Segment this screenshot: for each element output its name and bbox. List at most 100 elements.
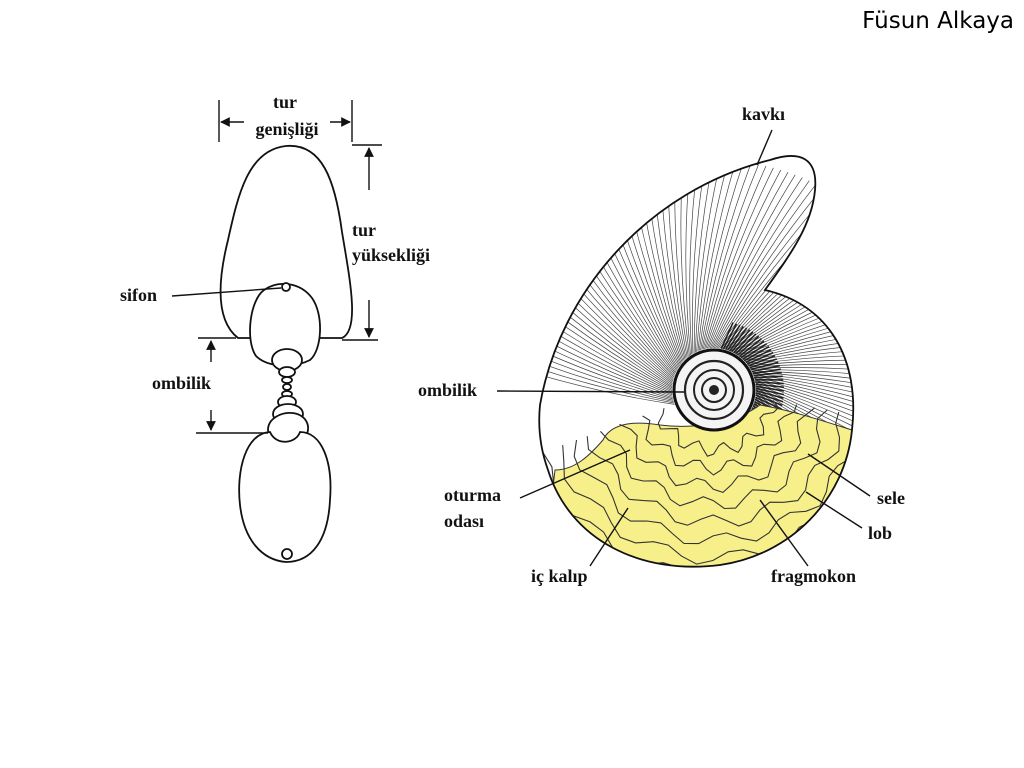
umbilical-shoulder-rib (750, 361, 779, 371)
umbilical-shoulder-rib (755, 383, 784, 388)
shell-rib (702, 165, 767, 350)
umbilical-shoulder-rib (748, 355, 776, 367)
umbilical-shoulder-rib (755, 394, 783, 407)
umbilical-shoulder-rib (755, 387, 785, 396)
ammonite-shell-diagram: kavkı ombilik oturma odası iç kalıp frag… (418, 104, 905, 586)
sifon-label: sifon (120, 285, 157, 305)
suture-line (642, 404, 798, 476)
shell-rib (694, 160, 722, 353)
oturma-leader-line (519, 449, 631, 499)
umbilical-shoulder-rib (724, 324, 741, 351)
shell-rib (539, 271, 673, 389)
shell-rib (705, 169, 782, 349)
shell-rib (701, 164, 759, 350)
umbilical-shoulder-rib (745, 348, 772, 364)
tur-yuksekligi-label-2: yüksekliği (352, 245, 430, 265)
umbilical-shoulder-rib (755, 392, 784, 403)
umbilical-shoulder-rib (729, 327, 748, 352)
ic-kalip-leader-line (589, 507, 629, 567)
oturma-label-1: oturma (444, 485, 501, 505)
umbilical-shoulder-rib (720, 322, 734, 349)
umbilical-shoulder-rib (727, 325, 744, 351)
shell-rib (539, 312, 673, 397)
umbilical-shoulder-rib (749, 358, 778, 369)
shell-rib (539, 285, 673, 392)
umbilical-shoulder-rib (740, 340, 765, 359)
cross-section-diagram: tur genişliği tur yüksekliği sifon (120, 92, 430, 563)
shell-rib (713, 187, 824, 349)
shell-rib (755, 385, 854, 476)
umbilical-shoulder-rib (731, 329, 751, 353)
umbilical-shoulder-rib (751, 364, 780, 373)
fragmokon-leader-line (759, 499, 809, 567)
tur-yuksekligi-label-1: tur (352, 220, 376, 240)
shell-rib (539, 334, 674, 401)
cross-section-ombilik-label: ombilik (152, 373, 211, 393)
umbilical-shoulder-rib (742, 343, 768, 360)
shell-rib (753, 374, 854, 418)
shell-ombilik-label: ombilik (418, 380, 477, 400)
tur-genisligi-label-1: tur (273, 92, 297, 112)
shell-rib (539, 305, 673, 396)
author-name: Füsun Alkaya (862, 8, 1014, 34)
central-whorl-chain (281, 376, 293, 398)
shell-rib (709, 177, 803, 349)
umbilical-shoulder-rib (722, 323, 738, 350)
umbilical-shoulder-rib (743, 345, 770, 362)
shell-rib (696, 160, 729, 352)
shell-rib (754, 380, 854, 455)
umbilical-shoulder-rib (733, 331, 754, 354)
sele-label: sele (877, 488, 905, 508)
outer-whorl-lower (238, 431, 332, 563)
siphuncle-lower (281, 548, 293, 560)
suture-line (657, 400, 780, 457)
umbilical-shoulder-rib (755, 385, 785, 392)
suture-line (573, 414, 854, 545)
umbilical-shoulder-rib (738, 337, 763, 358)
umbilical-shoulder-rib (754, 375, 783, 379)
shell-rib (754, 378, 854, 440)
shell-rib (708, 174, 796, 349)
suture-line (599, 409, 828, 510)
tur-genisligi-label-2: genişliği (255, 119, 318, 139)
kavki-leader-line (756, 129, 773, 166)
umbilical-shoulder-rib (752, 368, 781, 375)
small-whorl-2 (278, 366, 296, 378)
shell-rib (539, 291, 673, 393)
kavki-label: kavkı (742, 104, 785, 124)
shell-outline (538, 155, 855, 568)
fragmokon-label: fragmokon (771, 566, 856, 586)
umbilical-shoulder-rib (755, 396, 782, 410)
lob-leader-line (805, 491, 863, 529)
shell-rib (539, 357, 675, 405)
umbilical-shoulder-rib (753, 371, 782, 377)
umbilical-shoulder-rib (755, 381, 784, 385)
umbilicus-coil (672, 348, 756, 432)
suture-line (586, 411, 841, 527)
shell-rib (712, 183, 817, 349)
umbilical-shoulder-rib (735, 333, 757, 355)
shell-rib (539, 320, 673, 399)
shell-rib (751, 370, 854, 395)
lob-label: lob (868, 523, 892, 543)
shell-rib (753, 376, 854, 433)
oturma-label-2: odası (444, 511, 484, 531)
shell-rib (698, 161, 744, 351)
shell-rib (697, 160, 737, 352)
shell-rib (539, 265, 673, 387)
umbilical-shoulder-rib (736, 335, 760, 356)
shell-rib (700, 162, 752, 351)
shell-rib (704, 167, 774, 350)
shell-rib (539, 349, 675, 404)
sele-leader-line (807, 453, 871, 497)
shell-rib (752, 373, 854, 410)
siphuncle-upper (281, 282, 291, 292)
suture-line (542, 423, 854, 567)
shell-rib (539, 298, 673, 394)
umbilical-shoulder-rib (755, 389, 784, 399)
shell-ombilik-leader-line (496, 390, 685, 393)
suture-line (619, 407, 816, 494)
ic-kalip-label: iç kalıp (531, 566, 588, 586)
shell-rib (539, 342, 674, 403)
